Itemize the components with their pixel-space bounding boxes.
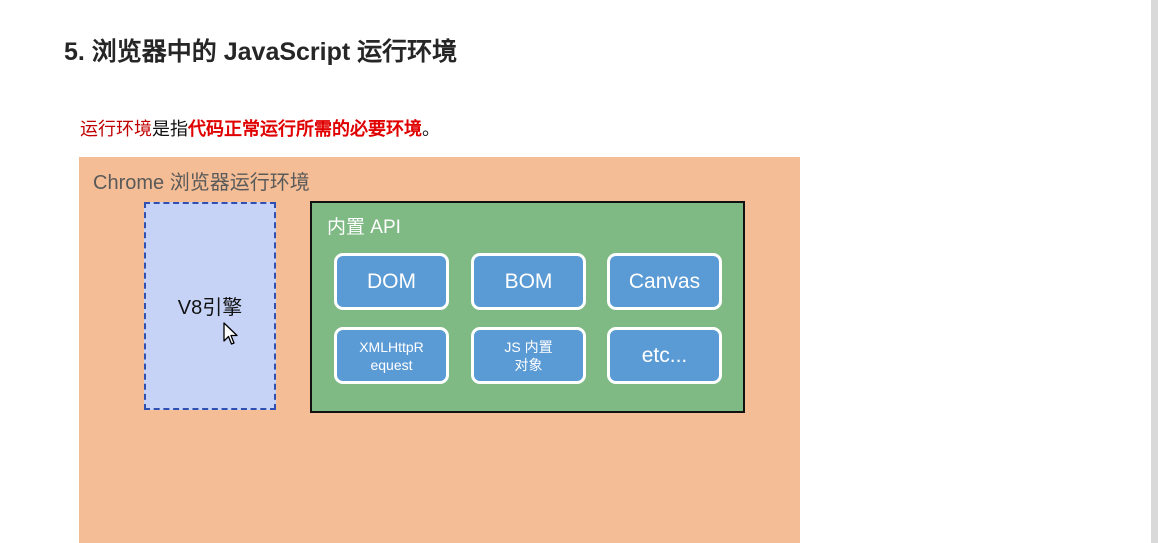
v8-engine-box: V8引擎 [144,202,276,410]
api-item-xmlhttprequest: XMLHttpR equest [334,327,449,384]
definition-emphasis: 代码正常运行所需的必要环境 [188,119,422,139]
api-item-js-builtin-line1: JS 内置 [504,338,553,355]
api-item-js-builtin-objects: JS 内置 对象 [471,327,586,384]
api-item-etc-label: etc... [641,343,688,367]
api-item-dom: DOM [334,253,449,310]
definition-term: 运行环境 [80,119,152,139]
definition-end: 。 [422,119,440,139]
api-item-canvas: Canvas [607,253,722,310]
api-item-js-builtin-line2: 对象 [514,356,543,373]
definition-sentence: 运行环境是指代码正常运行所需的必要环境。 [80,115,440,141]
api-item-bom-label: BOM [504,269,553,293]
chrome-environment-label: Chrome 浏览器运行环境 [93,172,310,194]
v8-engine-label: V8引擎 [177,296,243,319]
definition-connector: 是指 [152,119,188,139]
chrome-environment-box: Chrome 浏览器运行环境 V8引擎 内置 API DOM BOM Canva… [79,157,800,543]
api-item-etc: etc... [607,327,722,384]
builtin-api-label: 内置 API [327,217,401,238]
api-item-bom: BOM [471,253,586,310]
mouse-cursor-icon [223,322,238,345]
slide-title: 5. 浏览器中的 JavaScript 运行环境 [64,38,458,66]
builtin-api-box: 内置 API DOM BOM Canvas XMLHttpR equest JS… [310,201,745,413]
api-item-canvas-label: Canvas [628,269,701,293]
api-item-xmlhttprequest-line1: XMLHttpR [359,338,424,355]
slide-edge [1151,0,1158,543]
api-item-xmlhttprequest-line2: equest [370,356,413,373]
api-item-dom-label: DOM [367,269,416,293]
